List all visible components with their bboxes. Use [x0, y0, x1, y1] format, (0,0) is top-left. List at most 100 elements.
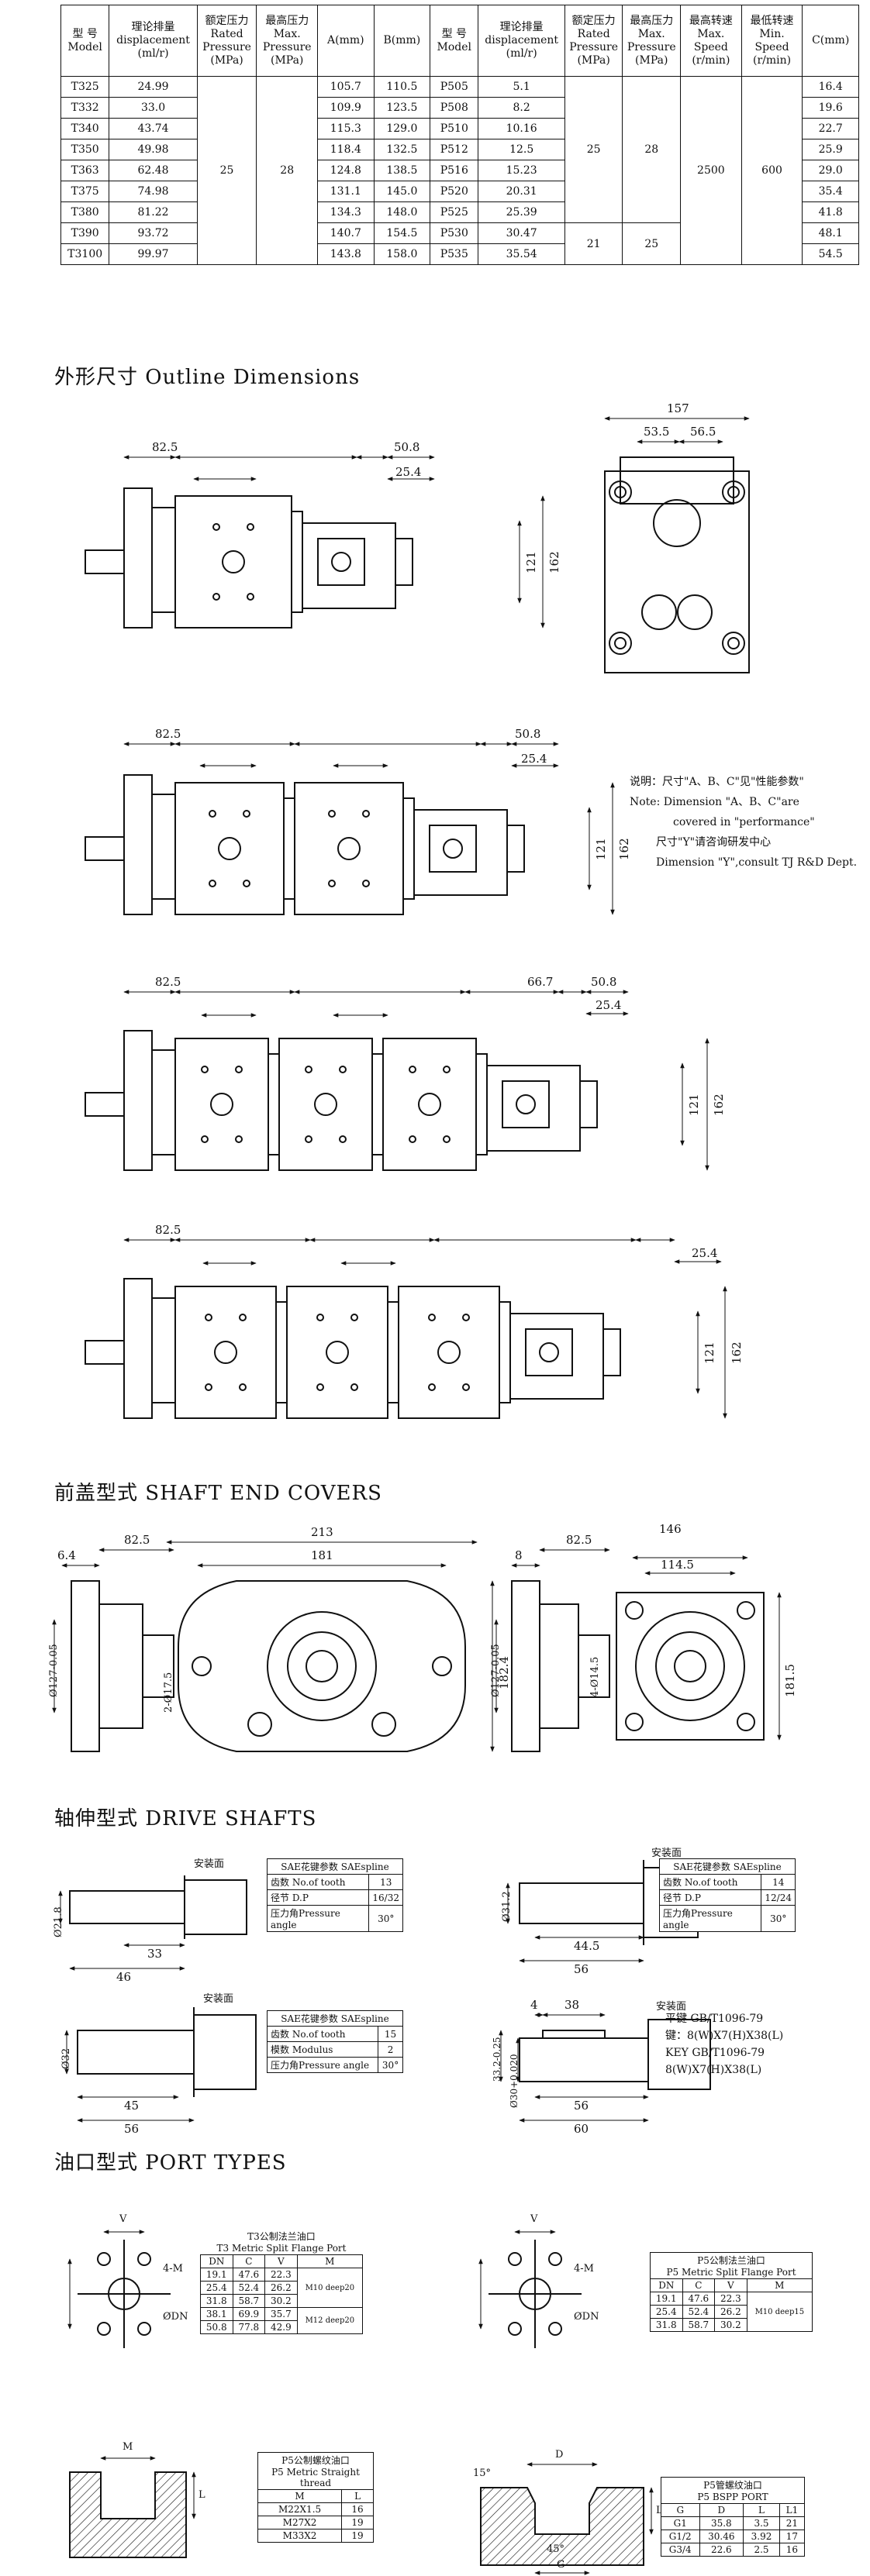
front-cover-outline — [151, 794, 176, 900]
table-cell: 28 — [622, 76, 682, 223]
table-cell: 19.1 — [200, 2268, 233, 2282]
bolt-hole — [548, 2252, 562, 2266]
table-header-cell: V — [714, 2278, 747, 2292]
table-cell: P510 — [430, 118, 479, 139]
table-cell: 19 — [341, 2529, 374, 2543]
end-cap-outline — [602, 1328, 621, 1376]
bolt-hole — [339, 1135, 347, 1143]
table-cell: 38.1 — [200, 2307, 233, 2321]
dimension-label: 45° — [547, 2543, 565, 2555]
table-cell: 28 — [256, 76, 319, 265]
gear-section-outline — [286, 1286, 388, 1419]
dimension-label: 181.5 — [783, 1664, 797, 1697]
spline-shaft — [519, 1882, 644, 1924]
bolt-hole — [316, 1314, 324, 1321]
table-cell: 131.1 — [317, 181, 375, 202]
table-cell: 69.9 — [232, 2307, 266, 2321]
table-cell: 17 — [779, 2530, 806, 2543]
port-circle — [214, 1341, 237, 1364]
table-cell: 30° — [761, 1905, 796, 1932]
dimension-label: 安装面 — [203, 1993, 234, 2005]
table-header-cell: DN — [650, 2278, 683, 2292]
table-cell: 48.1 — [802, 222, 859, 244]
gear-section-outline — [174, 782, 285, 915]
drive-shaft-outline — [85, 1340, 125, 1365]
table-cell: 47.6 — [682, 2292, 716, 2306]
port-circle — [247, 1712, 272, 1737]
end-view-body — [604, 470, 750, 673]
table-cell: 143.8 — [317, 243, 375, 265]
table-cell: M12 deep20 — [296, 2307, 364, 2334]
port-circle — [218, 837, 241, 860]
table-cell: 22.3 — [714, 2292, 747, 2306]
dimension-label: 56 — [574, 2099, 589, 2113]
table-cell: 52.4 — [682, 2305, 716, 2319]
separator-plate — [475, 1053, 488, 1155]
rear-port-circle — [331, 552, 351, 572]
dimension-label: 4-M — [574, 2263, 594, 2275]
bolt-hole — [209, 880, 216, 887]
table-cell: 30° — [378, 2057, 403, 2073]
table-cell: 31.8 — [650, 2318, 683, 2332]
table-cell: 25 — [564, 76, 623, 223]
table-cell: 42.9 — [264, 2320, 298, 2334]
dimension-label: 121 — [524, 551, 538, 573]
separator-plate — [291, 511, 303, 613]
table-cell: 49.98 — [109, 139, 198, 160]
bolt-hole — [137, 2252, 151, 2266]
end-view-top — [620, 456, 734, 505]
table-cell: 齿数 No.of tooth — [658, 1874, 762, 1890]
table-header-cell: G — [661, 2503, 700, 2517]
table-cell: 16 — [341, 2502, 374, 2516]
bolt-hole — [625, 1601, 644, 1620]
dimension-label: 121 — [594, 838, 608, 860]
dimension-label: 56 — [124, 2122, 140, 2136]
front-cover-outline — [151, 1049, 176, 1155]
table-cell: 13 — [368, 1874, 403, 1890]
bolt-hole — [609, 480, 632, 504]
dimension-label: 45 — [124, 2099, 140, 2113]
table-cell: T340 — [60, 118, 110, 139]
front-cover-outline — [151, 1297, 176, 1403]
table-cell: G1 — [661, 2516, 700, 2530]
dimension-label: 33 — [147, 1947, 163, 1961]
dimension-label: M — [123, 2441, 133, 2453]
table-cell: 8.2 — [478, 97, 565, 119]
bolt-hole — [339, 1066, 347, 1073]
table-cell: T375 — [60, 181, 110, 202]
dimension-label: 25.4 — [692, 1246, 718, 1260]
table-cell: 12/24 — [761, 1889, 796, 1906]
dimension-label: 4-Ø14.5 — [589, 1656, 601, 1697]
table-cell: T380 — [60, 201, 110, 223]
separator-plate — [275, 1301, 288, 1403]
table-cell: 154.5 — [373, 222, 431, 244]
table-header-cell: C — [682, 2278, 716, 2292]
pilot-inner — [287, 1631, 357, 1701]
table-cell: P535 — [430, 243, 479, 265]
dimension-label: Ø31.2 — [501, 1891, 513, 1922]
table-cell: T390 — [60, 222, 110, 244]
gear-section-outline — [294, 782, 404, 915]
bolt-hole — [350, 1383, 358, 1391]
table-header-cell: C — [232, 2254, 266, 2268]
dimension-label: 33.2-0.25 — [492, 2037, 502, 2082]
table-cell: 2.5 — [743, 2543, 780, 2557]
dimension-label: 66.7 — [527, 975, 554, 989]
dimension-label: 安装面 — [656, 2001, 687, 2013]
table-cell: 35.4 — [802, 181, 859, 202]
